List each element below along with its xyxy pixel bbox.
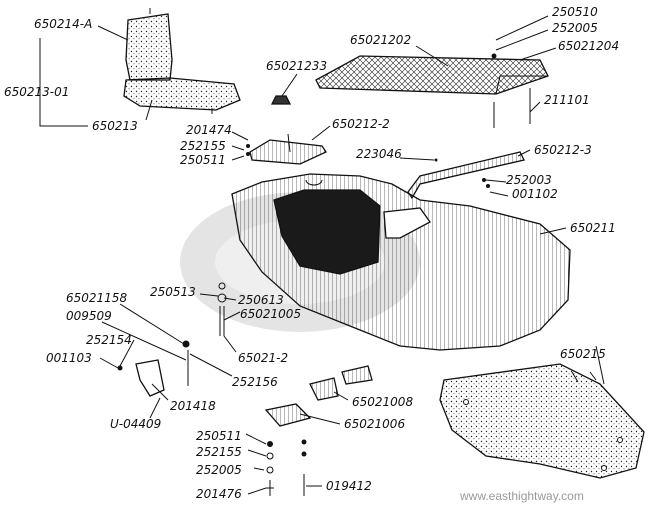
bolt-stack xyxy=(266,439,307,496)
label-65021-2: 65021-2 xyxy=(238,351,288,365)
label-65021005: 65021005 xyxy=(240,307,301,321)
label-65021202: 65021202 xyxy=(350,33,411,47)
label-U-04409: U-04409 xyxy=(110,417,161,431)
label-211101: 211101 xyxy=(544,93,590,107)
seat-assembly xyxy=(123,8,241,114)
label-201418: 201418 xyxy=(170,399,216,413)
mount-bolt-part xyxy=(270,95,292,105)
label-201474: 201474 xyxy=(186,123,232,137)
tonneau-cover xyxy=(439,363,645,479)
label-650215: 650215 xyxy=(560,347,606,361)
label-650213-01: 650213-01 xyxy=(4,85,69,99)
label-650211: 650211 xyxy=(570,221,616,235)
label-65021233: 65021233 xyxy=(266,59,327,73)
label-250513: 250513 xyxy=(150,285,196,299)
label-650213: 650213 xyxy=(92,119,138,133)
label-223046: 223046 xyxy=(356,147,402,161)
label-001103: 001103 xyxy=(46,351,92,365)
label-65021008: 65021008 xyxy=(352,395,413,409)
label-250510: 250510 xyxy=(552,5,598,19)
label-65021006: 65021006 xyxy=(344,417,405,431)
part-labels: 650214-A 650213-01 650213 65021202 25051… xyxy=(4,5,619,501)
watermark-text: www.easthightway.com xyxy=(459,489,584,503)
label-250511-top: 250511 xyxy=(180,153,226,167)
label-252155-bottom: 252155 xyxy=(196,445,242,459)
label-252005-bottom: 252005 xyxy=(196,463,242,477)
label-252154: 252154 xyxy=(86,333,132,347)
luggage-rack xyxy=(315,53,549,128)
label-001102: 001102 xyxy=(512,187,558,201)
leader-lines xyxy=(39,15,605,495)
label-252003: 252003 xyxy=(506,173,552,187)
bracket-part xyxy=(246,133,327,165)
label-252155-top: 252155 xyxy=(180,139,226,153)
label-009509: 009509 xyxy=(66,309,112,323)
grommets xyxy=(264,365,373,427)
label-650212-3: 650212-3 xyxy=(534,143,592,157)
label-252156: 252156 xyxy=(232,375,278,389)
label-650214-A: 650214-A xyxy=(34,17,92,31)
label-250511-bottom: 250511 xyxy=(196,429,242,443)
label-252005-top: 252005 xyxy=(552,21,598,35)
label-65021158: 65021158 xyxy=(66,291,127,305)
label-65021204: 65021204 xyxy=(558,39,619,53)
label-250613: 250613 xyxy=(238,293,284,307)
sidecar-body xyxy=(231,173,571,351)
label-019412: 019412 xyxy=(326,479,372,493)
label-201476: 201476 xyxy=(196,487,242,501)
label-650212-2: 650212-2 xyxy=(332,117,390,131)
mount-hardware xyxy=(117,282,227,397)
